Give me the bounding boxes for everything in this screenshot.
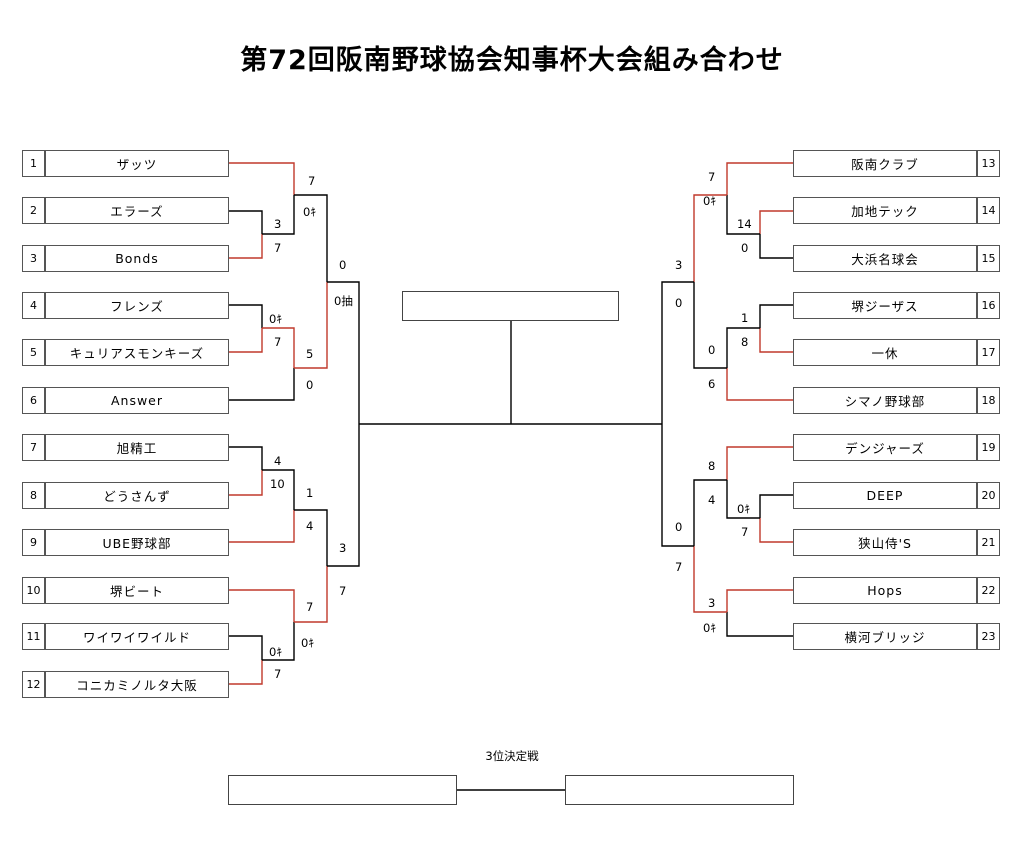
score-label: 0ｷ [303,205,317,219]
score-label: 5 [306,347,314,361]
score-label: 4 [274,454,282,468]
score-label: 0抽 [334,294,353,308]
score-label: 0ｷ [301,636,315,650]
seed-number: 12 [22,671,45,698]
team-name: Bonds [45,245,229,272]
score-label: 1 [306,486,314,500]
score-label: 7 [741,525,749,539]
score-label: 0 [306,378,314,392]
score-label: 0 [708,343,716,357]
team-name: ザッツ [45,150,229,177]
team-name: Answer [45,387,229,414]
score-label: 0ｷ [269,645,283,659]
team-name: 狭山侍'S [793,529,977,556]
score-label: 7 [675,560,683,574]
seed-number: 19 [977,434,1000,461]
score-label: 4 [708,493,716,507]
seed-number: 10 [22,577,45,604]
score-label: 0 [741,241,749,255]
team-name: DEEP [793,482,977,509]
team-name: 堺ジーザス [793,292,977,319]
score-label: 0ｷ [703,194,717,208]
third-place-label: 3位決定戦 [485,749,539,763]
score-label: 0 [675,296,683,310]
score-label: 3 [339,541,347,555]
team-name: 阪南クラブ [793,150,977,177]
team-name: 旭精工 [45,434,229,461]
seed-number: 18 [977,387,1000,414]
score-label: 4 [306,519,314,533]
team-name: 大浜名球会 [793,245,977,272]
team-name: どうさんず [45,482,229,509]
seed-number: 11 [22,623,45,650]
seed-number: 7 [22,434,45,461]
team-name: 堺ビート [45,577,229,604]
third-place-box-left [228,775,457,805]
score-label: 3 [708,596,716,610]
seed-number: 2 [22,197,45,224]
score-label: 7 [274,667,282,681]
team-name: シマノ野球部 [793,387,977,414]
seed-number: 22 [977,577,1000,604]
seed-number: 6 [22,387,45,414]
seed-number: 15 [977,245,1000,272]
third-place-box-right [565,775,794,805]
score-label: 7 [274,241,282,255]
score-label: 8 [741,335,749,349]
team-name: エラーズ [45,197,229,224]
seed-number: 13 [977,150,1000,177]
team-name: 加地テック [793,197,977,224]
seed-number: 23 [977,623,1000,650]
seed-number: 17 [977,339,1000,366]
team-name: Hops [793,577,977,604]
team-name: キュリアスモンキーズ [45,339,229,366]
champion-box [402,291,619,321]
team-name: コニカミノルタ大阪 [45,671,229,698]
score-label: 3 [274,217,282,231]
seed-number: 5 [22,339,45,366]
score-label: 7 [306,600,314,614]
score-label: 6 [708,377,716,391]
seed-number: 14 [977,197,1000,224]
seed-number: 21 [977,529,1000,556]
score-label: 1 [741,311,749,325]
seed-number: 1 [22,150,45,177]
seed-number: 3 [22,245,45,272]
score-label: 14 [737,217,752,231]
team-name: ワイワイワイルド [45,623,229,650]
score-label: 0 [675,520,683,534]
score-label: 7 [308,174,316,188]
seed-number: 9 [22,529,45,556]
score-label: 0ｷ [703,621,717,635]
team-name: デンジャーズ [793,434,977,461]
seed-number: 16 [977,292,1000,319]
score-label: 8 [708,459,716,473]
page-title: 第72回阪南野球協会知事杯大会組み合わせ [240,45,784,76]
score-label: 0 [339,258,347,272]
team-name: 一休 [793,339,977,366]
seed-number: 4 [22,292,45,319]
team-name: フレンズ [45,292,229,319]
score-label: 10 [270,477,285,491]
score-label: 7 [708,170,716,184]
score-label: 3 [675,258,683,272]
seed-number: 20 [977,482,1000,509]
score-label: 7 [339,584,347,598]
team-name: UBE野球部 [45,529,229,556]
score-label: 0ｷ [737,502,751,516]
team-name: 横河ブリッジ [793,623,977,650]
score-label: 7 [274,335,282,349]
score-label: 0ｷ [269,312,283,326]
seed-number: 8 [22,482,45,509]
